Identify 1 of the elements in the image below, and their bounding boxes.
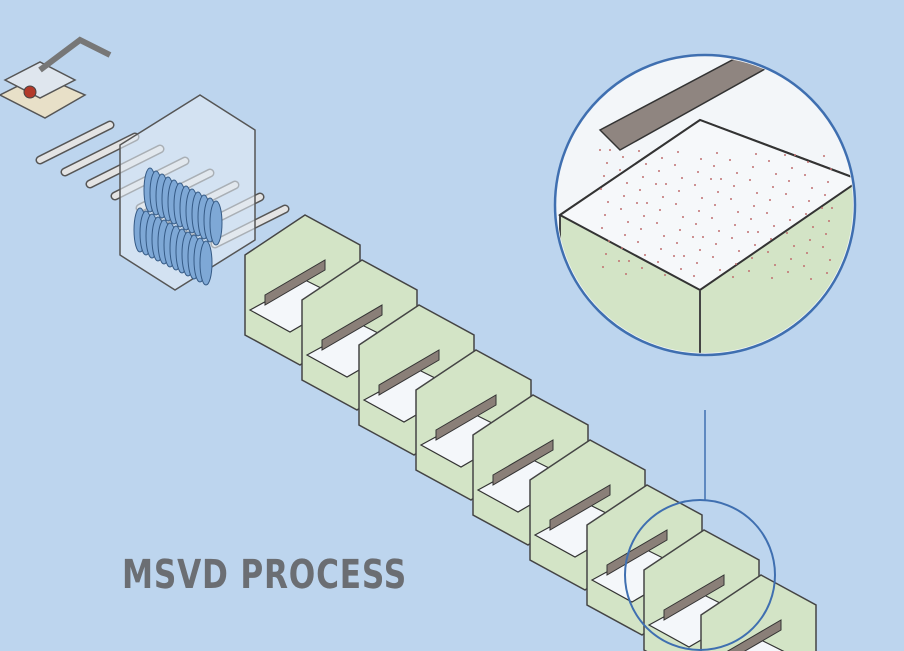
diagram-title: MSVD PROCESS (122, 552, 407, 598)
